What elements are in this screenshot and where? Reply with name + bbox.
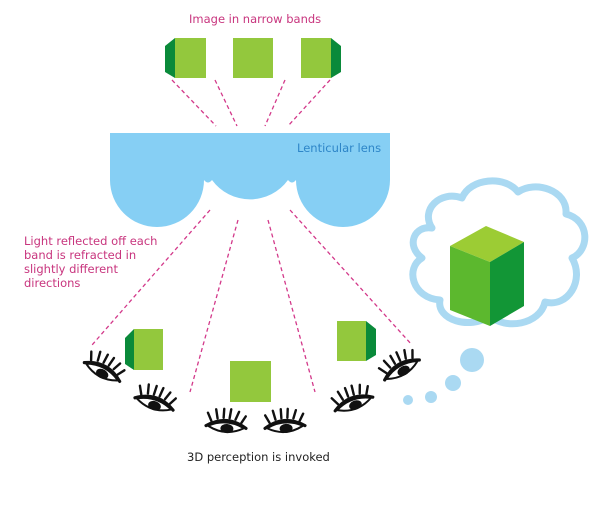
light-label-line-2: band is refracted in — [24, 248, 137, 262]
cube-icon — [450, 226, 524, 326]
perceived-center — [230, 361, 271, 402]
image-bands — [165, 38, 341, 78]
lens-label: Lenticular lens — [297, 141, 382, 155]
eye-icon — [131, 379, 181, 418]
lenticular-lens — [110, 133, 390, 227]
band-center — [233, 38, 273, 78]
light-label-line-1: Light reflected off each — [24, 234, 158, 248]
light-rays — [91, 79, 413, 393]
perceived-images — [125, 321, 376, 402]
perception-label: 3D perception is invoked — [187, 450, 330, 464]
perceived-right — [337, 321, 376, 361]
light-label-line-4: directions — [24, 276, 81, 290]
eye-icon — [374, 342, 424, 387]
band-left — [165, 38, 206, 78]
band-right — [301, 38, 341, 78]
eye-icon — [262, 406, 307, 437]
eye-icon — [79, 345, 130, 389]
light-label-line-3: slightly different — [24, 262, 118, 276]
eye-icon — [204, 406, 249, 437]
eye-icon — [327, 378, 377, 419]
perceived-left — [125, 329, 163, 370]
image-bands-label: Image in narrow bands — [189, 12, 322, 26]
